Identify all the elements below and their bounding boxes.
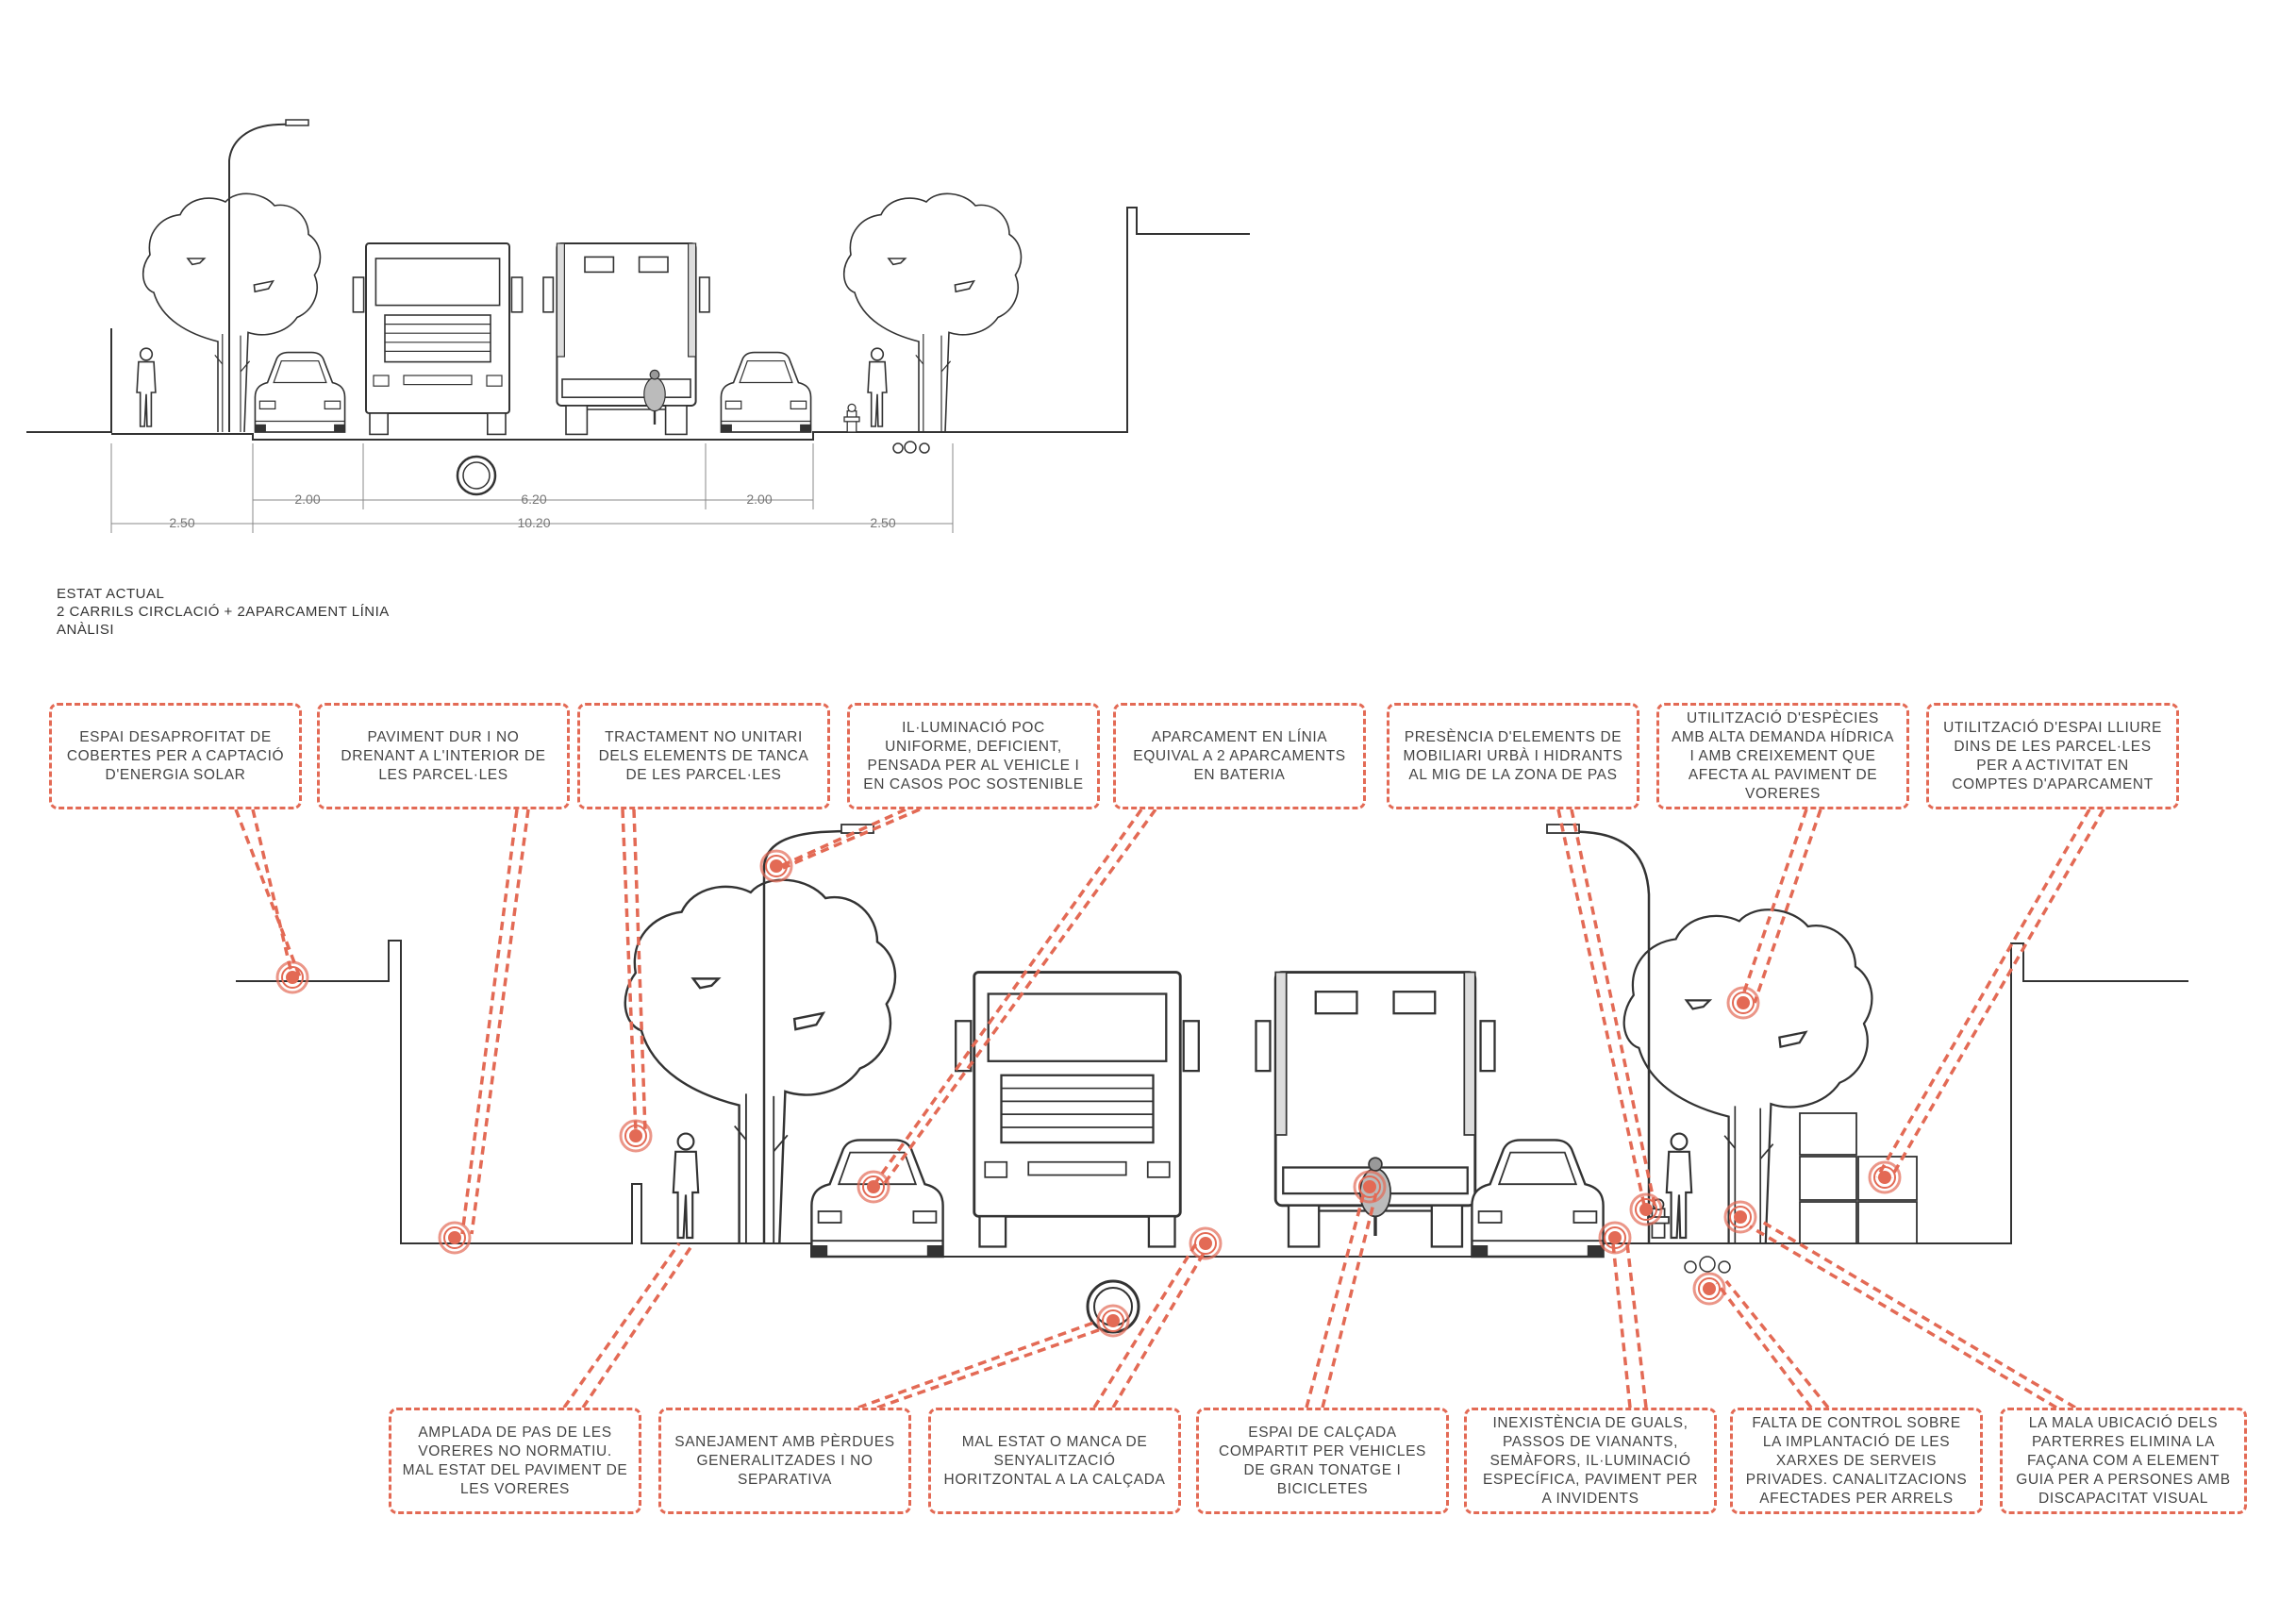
callout-sidewalk-width: AMPLADA DE PAS DE LES VORERES NO NORMATI… bbox=[389, 1408, 641, 1514]
caption-line-1: ESTAT ACTUAL bbox=[57, 586, 165, 602]
callout-accessibility: INEXISTÈNCIA DE GUALS, PASSOS DE VIANANT… bbox=[1464, 1408, 1717, 1514]
top-section: 2.00 6.20 2.00 2.50 10.20 2.50 bbox=[26, 119, 1250, 533]
dim-6-20: 6.20 bbox=[521, 492, 546, 507]
callout-solar-roofs: ESPAI DESAPROFITAT DE COBERTES PER A CAP… bbox=[49, 703, 302, 809]
callout-fence-treatment: TRACTAMENT NO UNITARI DELS ELEMENTS DE T… bbox=[577, 703, 830, 809]
dim-2-00-left: 2.00 bbox=[294, 492, 320, 507]
callout-planters-location: LA MALA UBICACIÓ DELS PARTERRES ELIMINA … bbox=[2000, 1408, 2247, 1514]
bottom-section bbox=[236, 824, 2188, 1334]
callout-road-markings: MAL ESTAT O MANCA DE SENYALITZACIÓ HORIT… bbox=[928, 1408, 1181, 1514]
callout-street-furniture: PRESÈNCIA D'ELEMENTS DE MOBILIARI URBÀ I… bbox=[1387, 703, 1639, 809]
callout-leaders bbox=[234, 808, 2105, 1409]
section-caption: ESTAT ACTUAL 2 CARRILS CIRCLACIÓ + 2APAR… bbox=[57, 585, 390, 639]
callout-lighting: IL·LUMINACIÓ POC UNIFORME, DEFICIENT, PE… bbox=[847, 703, 1100, 809]
callout-tree-species: UTILITZACIÓ D'ESPÈCIES AMB ALTA DEMANDA … bbox=[1656, 703, 1909, 809]
callout-service-networks: FALTA DE CONTROL SOBRE LA IMPLANTACIÓ DE… bbox=[1730, 1408, 1983, 1514]
caption-line-3: ANÀLISI bbox=[57, 622, 115, 638]
callout-parking: APARCAMENT EN LÍNIA EQUIVAL A 2 APARCAME… bbox=[1113, 703, 1366, 809]
callout-parcel-space: UTILITZACIÓ D'ESPAI LLIURE DINS DE LES P… bbox=[1926, 703, 2179, 809]
caption-line-2: 2 CARRILS CIRCLACIÓ + 2APARCAMENT LÍNIA bbox=[57, 604, 390, 620]
dim-2-50-left: 2.50 bbox=[169, 515, 194, 530]
dim-2-50-right: 2.50 bbox=[870, 515, 895, 530]
dim-10-20: 10.20 bbox=[517, 515, 550, 530]
dim-2-00-right: 2.00 bbox=[746, 492, 772, 507]
callout-shared-roadway: ESPAI DE CALÇADA COMPARTIT PER VEHICLES … bbox=[1196, 1408, 1449, 1514]
callout-sewerage: SANEJAMENT AMB PÈRDUES GENERALITZADES I … bbox=[658, 1408, 911, 1514]
callout-hard-paving: PAVIMENT DUR I NO DRENANT A L'INTERIOR D… bbox=[317, 703, 570, 809]
